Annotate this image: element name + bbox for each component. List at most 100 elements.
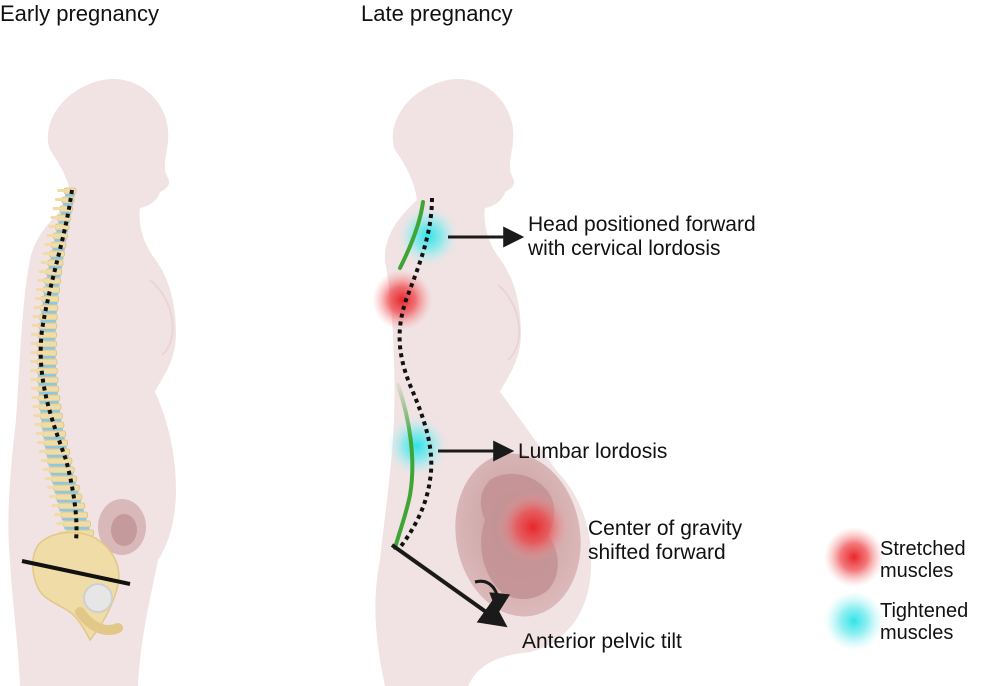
intervertebral-disc xyxy=(50,257,64,260)
spinous-process xyxy=(35,432,44,435)
spinous-process xyxy=(39,270,47,273)
intervertebral-disc xyxy=(50,473,74,476)
vertebra xyxy=(43,439,68,447)
intervertebral-disc xyxy=(52,482,76,485)
spinous-process xyxy=(31,396,40,399)
spinous-process xyxy=(32,405,41,408)
spinous-process xyxy=(54,198,63,201)
vertebra xyxy=(39,313,58,321)
spinous-process xyxy=(30,360,39,363)
vertebra xyxy=(37,376,59,384)
late-pelvic-rotation-arrow xyxy=(474,579,511,615)
intervertebral-disc xyxy=(40,320,57,323)
late-cervical-tightened-muscle xyxy=(398,206,458,266)
late-pelvic-tilt-line xyxy=(390,543,508,628)
late-panel-title: Late pregnancy xyxy=(361,1,513,26)
intervertebral-disc xyxy=(42,302,58,305)
spinous-process xyxy=(34,423,43,426)
late-lumbar-muscle-line xyxy=(393,383,415,550)
early-pelvic-line xyxy=(21,559,131,586)
vertebra xyxy=(53,232,68,240)
late-gravity-center-marker xyxy=(497,491,569,563)
late-breast xyxy=(497,284,521,361)
intervertebral-disc xyxy=(54,491,79,494)
intervertebral-disc xyxy=(45,446,67,449)
intervertebral-disc xyxy=(38,392,58,395)
intervertebral-disc xyxy=(60,212,72,215)
spinous-process xyxy=(32,315,41,318)
vertebra xyxy=(58,502,86,510)
spinous-process xyxy=(50,216,59,219)
legend-tightened-label: Tightened muscles xyxy=(880,600,968,644)
intervertebral-disc xyxy=(57,500,81,503)
intervertebral-disc xyxy=(39,329,56,332)
intervertebral-disc xyxy=(38,356,56,359)
vertebra xyxy=(45,448,71,456)
vertebra xyxy=(37,385,60,393)
intervertebral-disc xyxy=(46,455,69,458)
intervertebral-disc xyxy=(43,437,65,440)
vertebra xyxy=(38,394,61,402)
late-lumbar-tightened-muscle xyxy=(387,416,447,476)
spinous-process xyxy=(42,468,51,471)
spinous-process xyxy=(38,450,47,453)
spinous-process xyxy=(46,234,55,237)
vertebra xyxy=(41,295,60,303)
head-annotation: Head positioned forward with cervical lo… xyxy=(528,213,756,260)
intervertebral-disc xyxy=(52,248,65,251)
intervertebral-disc xyxy=(56,230,68,233)
spinous-process xyxy=(33,306,42,309)
gravity-annotation-line1: Center of gravity xyxy=(588,517,743,540)
late-thoracic-stretched-muscle xyxy=(372,270,432,330)
early-dotted-curve xyxy=(38,189,79,541)
spinous-process xyxy=(49,495,57,498)
intervertebral-disc xyxy=(39,338,56,341)
intervertebral-disc xyxy=(38,374,57,377)
intervertebral-disc xyxy=(44,293,59,296)
spinous-process xyxy=(34,297,43,300)
legend-tightened-line2: muscles xyxy=(880,622,954,644)
intervertebral-disc xyxy=(38,347,56,350)
spinous-process xyxy=(40,261,49,264)
spinous-process xyxy=(42,252,51,255)
intervertebral-disc xyxy=(59,509,84,512)
early-embryo xyxy=(111,514,137,546)
spinous-process xyxy=(53,513,62,516)
spinous-process xyxy=(37,279,46,282)
legend-tightened-line1: Tightened xyxy=(880,600,969,622)
spinous-process xyxy=(56,522,65,525)
intervertebral-disc xyxy=(62,203,74,206)
spinous-process xyxy=(30,351,39,354)
intervertebral-disc xyxy=(38,383,57,386)
spinous-process xyxy=(48,225,57,228)
spinous-process xyxy=(44,477,53,480)
legend-stretched-line1: Stretched xyxy=(880,538,966,560)
spinous-process xyxy=(30,342,39,345)
legend-stretched-label: Stretched muscles xyxy=(880,538,966,582)
early-pelvis xyxy=(32,531,123,642)
spinous-process xyxy=(33,414,42,417)
vertebra xyxy=(42,430,67,438)
spinous-process xyxy=(51,504,60,507)
pelvic-annotation: Anterior pelvic tilt xyxy=(522,630,682,653)
head-annotation-line2: with cervical lordosis xyxy=(528,236,721,260)
intervertebral-disc xyxy=(38,365,56,368)
spinous-process xyxy=(37,441,46,444)
spinous-process xyxy=(46,486,55,489)
lumbar-annotation: Lumbar lordosis xyxy=(518,440,668,463)
spinous-process xyxy=(30,387,39,390)
spinous-process xyxy=(30,378,39,381)
vertebra xyxy=(40,304,59,312)
legend-stretched-swatch xyxy=(824,527,884,587)
spinous-process xyxy=(57,189,65,192)
spinous-process xyxy=(52,207,61,210)
legend-tightened-swatch xyxy=(824,591,884,651)
early-breast xyxy=(149,279,174,356)
head-annotation-line1: Head positioned forward xyxy=(528,213,756,236)
gravity-annotation-line2: shifted forward xyxy=(588,540,726,564)
intervertebral-disc xyxy=(41,311,57,314)
vertebra xyxy=(53,484,80,492)
gravity-annotation: Center of gravity shifted forward xyxy=(588,517,742,564)
intervertebral-disc xyxy=(48,266,62,269)
